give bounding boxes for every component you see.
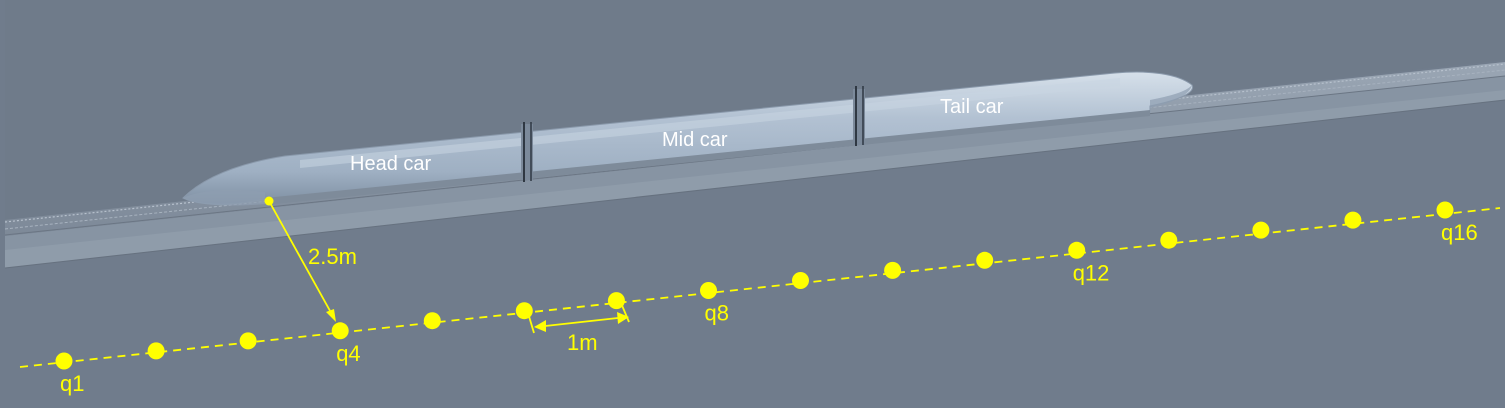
spacing-label: 1m	[567, 330, 598, 355]
measurement-line	[19, 207, 1501, 368]
measurement-point-q6	[515, 302, 533, 320]
measurement-point-q3	[239, 332, 257, 350]
point-label-q8: q8	[705, 301, 729, 326]
measurement-point-q14	[1252, 221, 1270, 239]
measurement-point-q4	[331, 322, 349, 340]
point-label-q12: q12	[1073, 260, 1110, 285]
spacing-arrow: 1m	[527, 302, 630, 355]
point-label-q1: q1	[60, 371, 84, 396]
car-label-tail: Tail car	[940, 96, 1004, 118]
measurement-point-q7	[607, 292, 625, 310]
measurement-point-q12	[1068, 241, 1086, 259]
measurement-point-q2	[147, 342, 165, 360]
measurement-point-q10	[884, 261, 902, 279]
measurement-point-q13	[1160, 231, 1178, 249]
car-joint-2	[853, 86, 865, 146]
point-label-q16: q16	[1441, 220, 1478, 245]
measurement-point-q5	[423, 312, 441, 330]
measurement-point-q15	[1344, 211, 1362, 229]
car-label-mid: Mid car	[662, 129, 728, 151]
measurement-point-q8	[700, 282, 717, 299]
distance-arrow: 2.5m	[264, 196, 357, 322]
measurement-point-q1	[55, 352, 73, 370]
measurement-points: q1 q4 q8 q12 q16	[55, 201, 1478, 396]
car-label-head: Head car	[350, 153, 431, 175]
car-joint-1	[521, 122, 533, 182]
measurement-point-q11	[976, 251, 994, 269]
measurement-point-q16	[1436, 201, 1454, 219]
train: Head car Mid car Tail car	[182, 71, 1194, 206]
point-label-q4: q4	[336, 341, 360, 366]
distance-label: 2.5m	[308, 244, 357, 269]
measurement-point-q9	[792, 272, 809, 289]
